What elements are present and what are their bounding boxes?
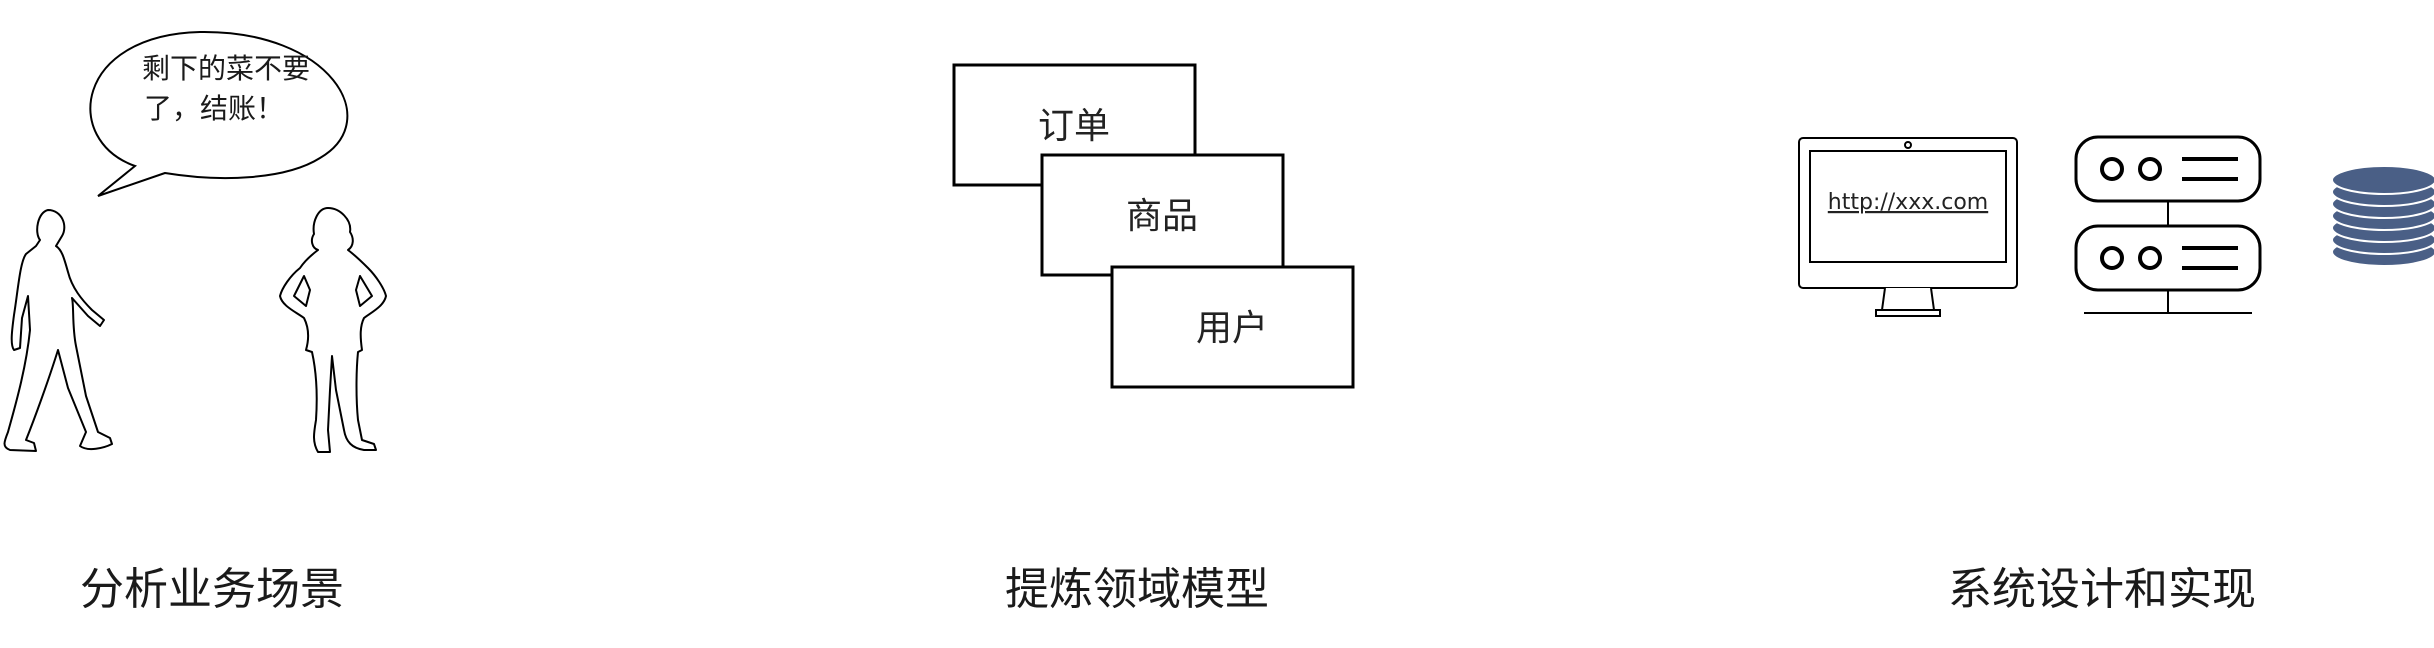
speech-bubble-icon: 剩下的菜不要 了，结账！ — [89, 30, 349, 197]
database-icon — [2331, 165, 2434, 267]
caption-analyze-business: 分析业务场景 — [80, 564, 344, 615]
model-box-user-label: 用户 — [1196, 308, 1268, 349]
person-standing-icon — [279, 207, 387, 453]
person-walking-icon — [3, 209, 113, 452]
speech-line-2: 了，结账！ — [144, 92, 284, 125]
server-icon — [2074, 135, 2262, 314]
monitor-icon: http://xxx.com — [1798, 137, 2018, 317]
speech-line-1: 剩下的菜不要 — [142, 52, 310, 85]
model-box-product-label: 商品 — [1126, 196, 1198, 237]
model-box-user: 用户 — [1110, 265, 1355, 389]
caption-system-design: 系统设计和实现 — [1948, 564, 2256, 615]
monitor-url: http://xxx.com — [1828, 190, 1988, 215]
model-box-order-label: 订单 — [1038, 106, 1110, 147]
caption-domain-model: 提炼领域模型 — [1005, 564, 1269, 615]
model-box-product: 商品 — [1040, 153, 1285, 277]
